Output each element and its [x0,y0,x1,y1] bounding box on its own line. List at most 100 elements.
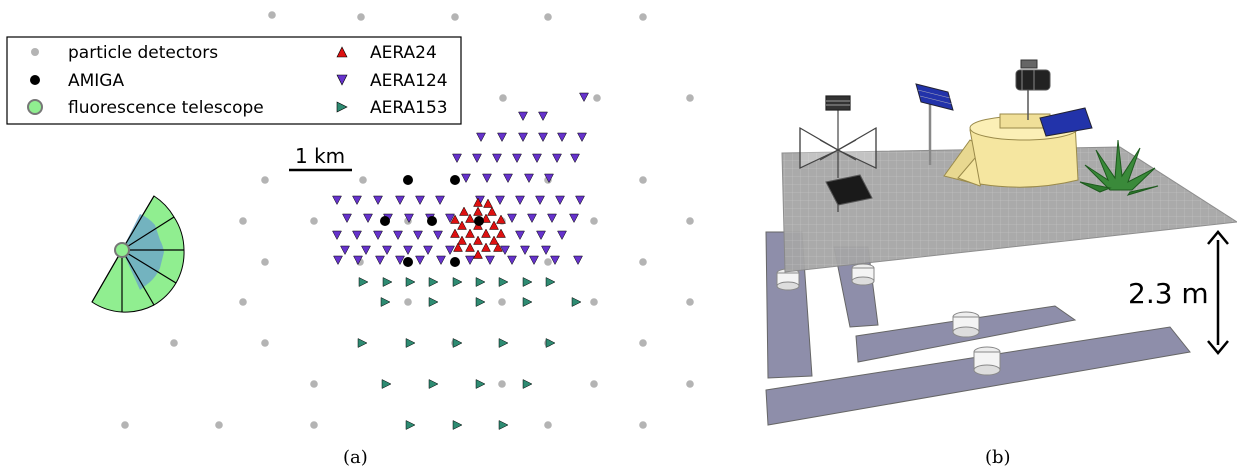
aera153-station [357,338,368,348]
plant [1079,139,1159,196]
fluorescence-telescope-marker [114,242,130,258]
aera124-station [512,153,522,164]
aera153-station [428,277,439,287]
aera153-station [382,277,393,287]
aera24-station [473,235,483,245]
particle-detector [590,298,598,306]
amiga-detector [427,216,437,226]
aera153-station [428,379,439,389]
aera124-station [373,195,383,206]
aera124-station [375,255,385,266]
aera124-station [538,132,548,143]
aera153-station [428,297,439,307]
aera153-station [452,338,463,348]
aera24-station [483,198,493,208]
aera153-station [498,338,509,348]
aera124-station [445,213,455,224]
aera124-station [515,195,525,206]
aera124-station [550,255,560,266]
particle-detector [268,11,276,19]
aera124-station [333,255,343,266]
aera153-station [380,297,391,307]
aera124-station [492,153,502,164]
aera124-station [573,255,583,266]
aera153-station [405,277,416,287]
aera124-station [520,245,530,256]
particle-detector [239,298,247,306]
particle-detector [239,217,247,225]
aera124-station [507,255,517,266]
aera24-station [481,228,491,238]
aera24-station [465,242,475,252]
legend-aera24-marker [336,46,348,58]
particle-detector [686,298,694,306]
aera124-station [415,255,425,266]
aera153-station [405,420,416,430]
aera124-station [445,245,455,256]
fluorescence-telescope-fov [91,195,185,313]
aera153-station [381,379,392,389]
amiga-detector [450,175,460,185]
aera124-station [557,132,567,143]
legend-aera124-label: AERA124 [370,71,448,91]
legend-aera153-label: AERA153 [370,98,448,118]
aera124-station [415,195,425,206]
aera124-station [485,255,495,266]
particle-detector [639,176,647,184]
aera124-station [395,195,405,206]
aera24-station [489,220,499,230]
legend-frame [6,36,462,125]
scale-bar: 1 km [289,144,352,172]
aera124-station [538,111,548,122]
particle-detector [359,176,367,184]
aera153-station [522,379,533,389]
aera24-station [489,235,499,245]
panel-b-station-illustration: 2.3 m (b) [765,59,1237,468]
aera124-station [527,213,537,224]
aera124-station [361,245,371,256]
aera124-station [518,111,528,122]
particle-detector [261,176,269,184]
legend-aera124-marker [336,74,348,86]
aera124-station [518,132,528,143]
aera24-station [457,235,467,245]
particle-detector [544,13,552,21]
aera124-station [482,173,492,184]
particle-detector [639,339,647,347]
aera153-layer [357,277,582,430]
legend-aera153-marker [336,101,348,113]
aera124-station [352,230,362,241]
legend: particle detectors AMIGA fluorescence te… [6,36,462,125]
aera24-station [481,242,491,252]
depth-arrow [1207,230,1229,355]
buried-slab-bottom [765,326,1191,426]
particle-detector [544,421,552,429]
aera124-station [373,230,383,241]
amiga-detector [403,257,413,267]
aera24-station [450,228,460,238]
aera24-station [493,242,503,252]
aera24-station [487,206,497,216]
aera124-station [382,245,392,256]
particle-detector [451,13,459,21]
aera124-station [332,230,342,241]
caption-b: (b) [985,447,1011,468]
particle-detector [544,258,552,266]
aera124-station [570,153,580,164]
particle-detector [121,421,129,429]
aera153-station [475,379,486,389]
particle-detector [310,217,318,225]
particle-detector-layer [121,11,694,429]
aera124-station [340,245,350,256]
antenna-solar-panel [825,174,873,212]
caption-a: (a) [343,447,368,468]
aera124-station [577,132,587,143]
aera24-station [465,213,475,223]
aera124-station [403,245,413,256]
aera153-station [452,277,463,287]
aera124-station [544,173,554,184]
aera153-station [522,277,533,287]
panel-a-array-map: particle detectors AMIGA fluorescence te… [6,11,694,468]
amiga-detector [450,257,460,267]
